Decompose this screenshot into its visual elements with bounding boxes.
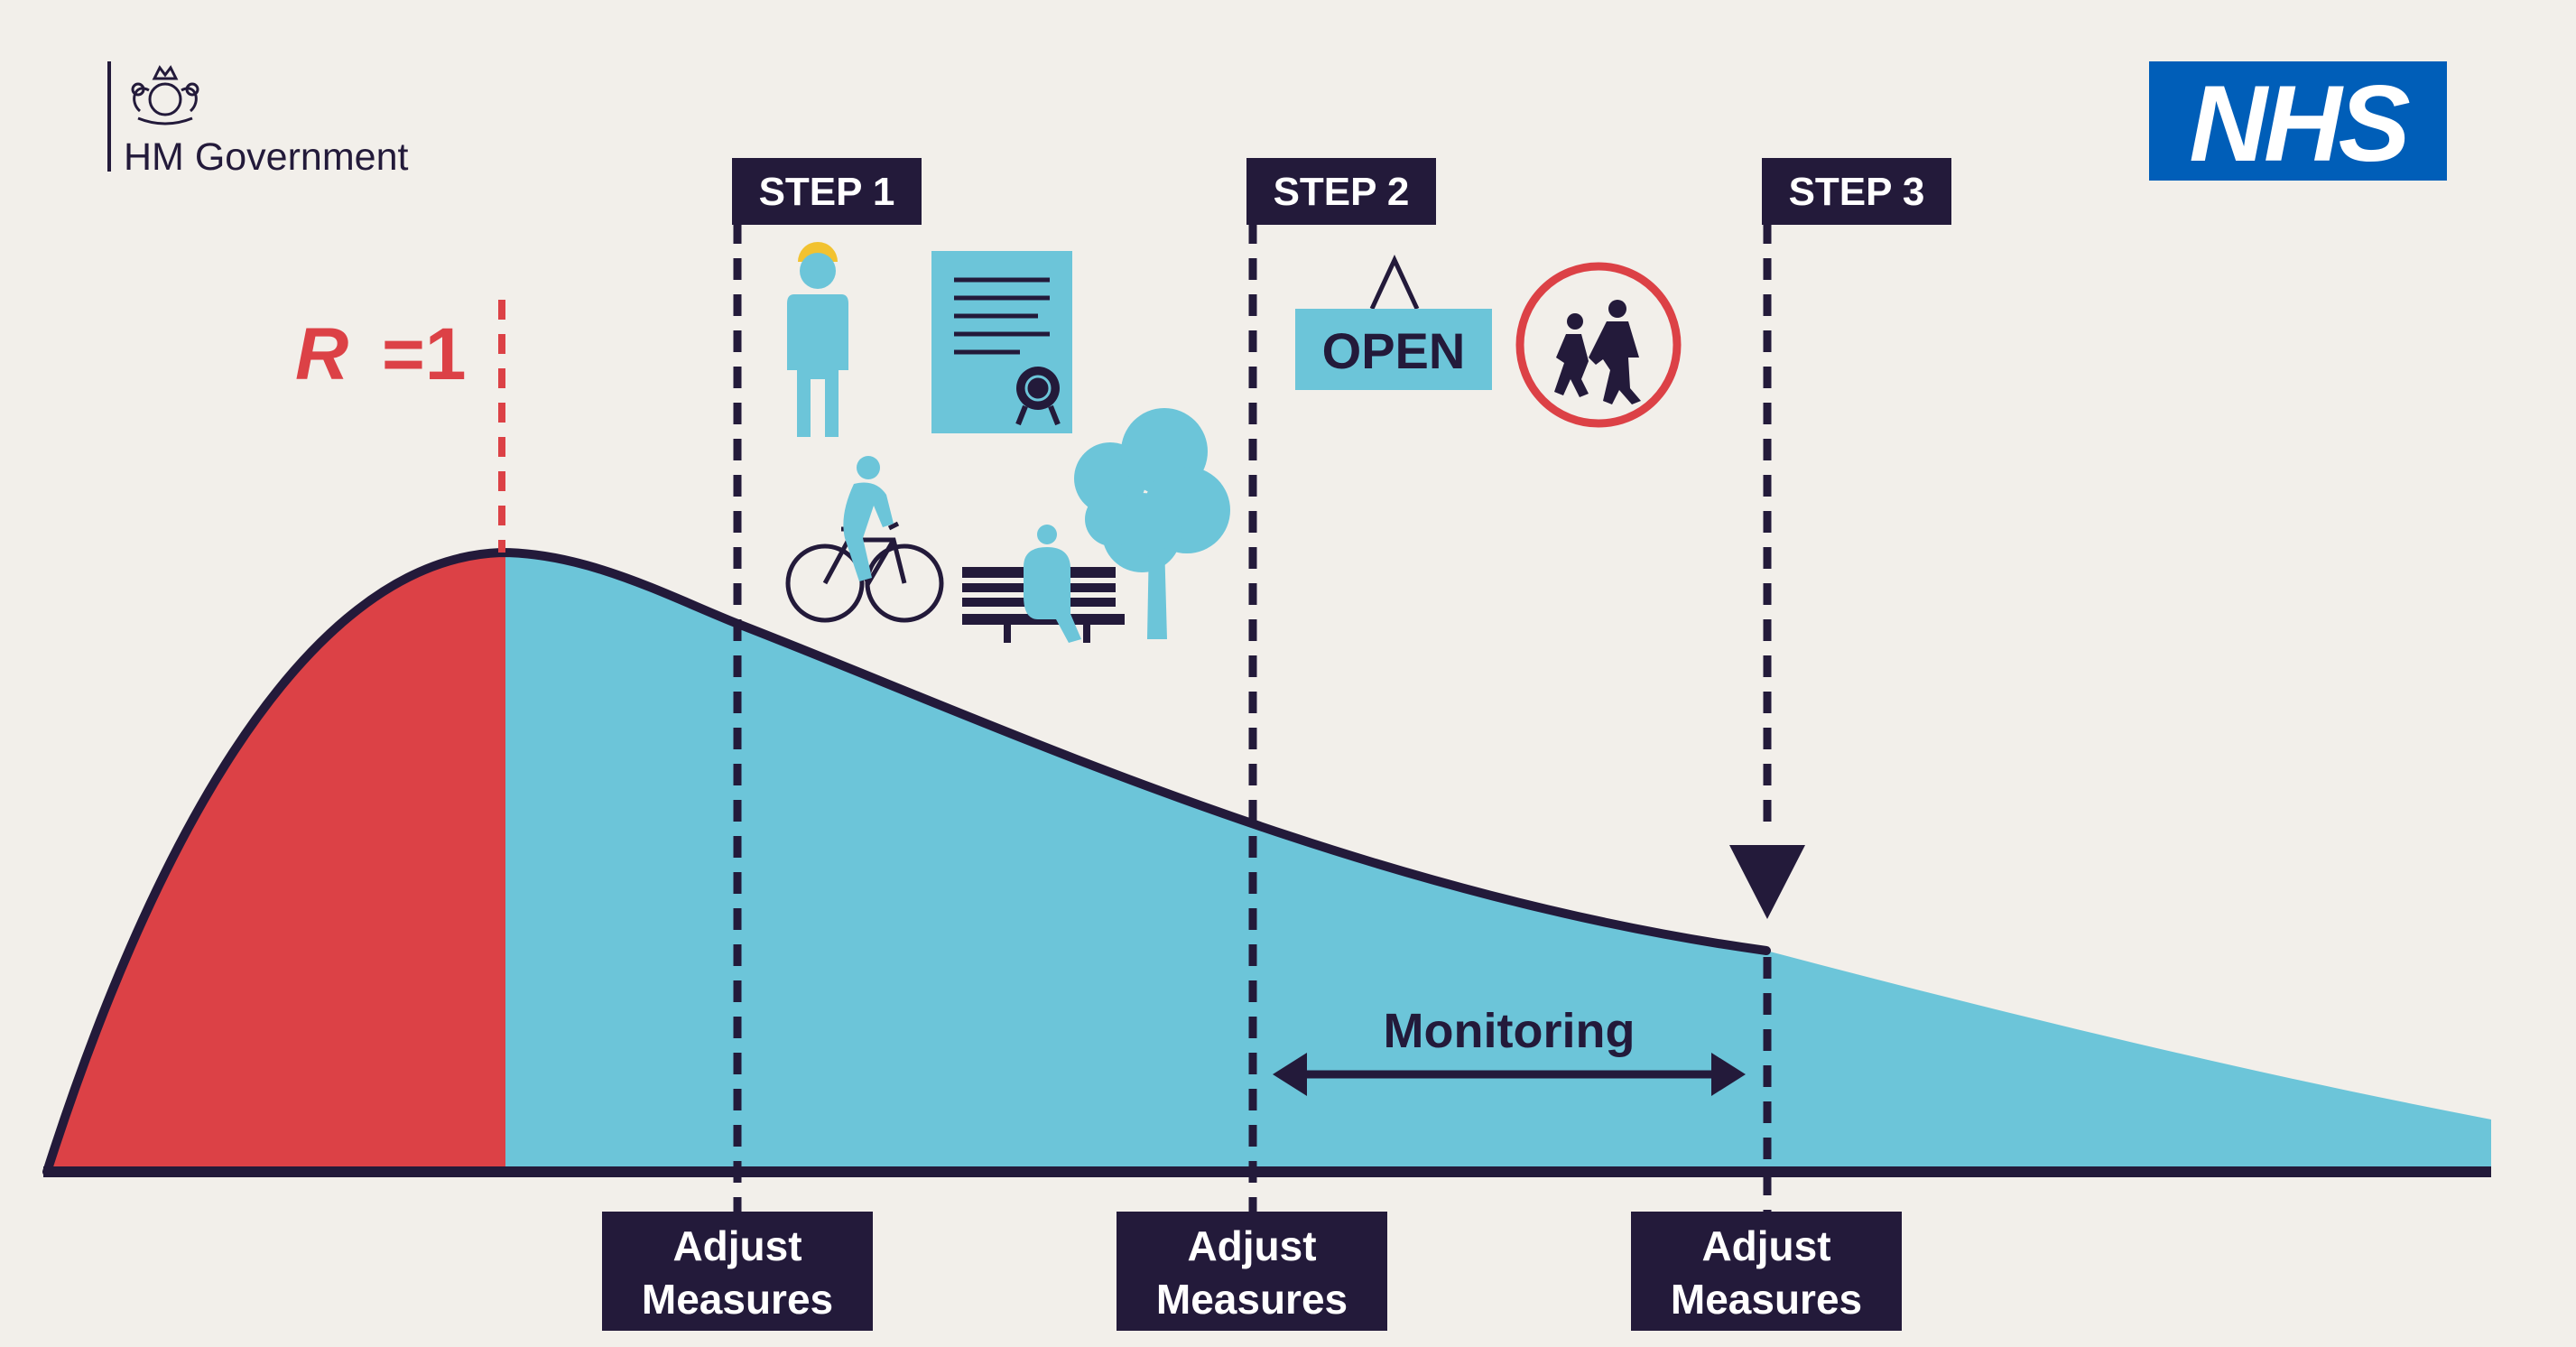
open-sign-icon: OPEN: [1295, 255, 1492, 390]
step-1-label-text: STEP 1: [759, 170, 895, 214]
step-3-arrowhead-icon: [1729, 845, 1805, 919]
monitoring-arrow-left-icon: [1273, 1053, 1307, 1096]
certificate-icon: [931, 251, 1072, 433]
cyclist-icon: [785, 456, 944, 623]
curve-outline: [42, 547, 1771, 1176]
adjust-measures-box-1: Adjust Measures: [602, 1212, 873, 1331]
adjust-measures-3-line2: Measures: [1671, 1276, 1862, 1323]
royal-crest-icon: [131, 65, 199, 125]
monitoring-label: Monitoring: [1384, 1004, 1635, 1058]
person-icon: [787, 242, 848, 437]
adjust-measures-1-line1: Adjust: [672, 1222, 802, 1269]
tree-icon: [1074, 408, 1230, 639]
step-3-label-text: STEP 3: [1789, 170, 1925, 214]
monitoring-arrow-right-icon: [1711, 1053, 1746, 1096]
adjust-measures-box-2: Adjust Measures: [1117, 1212, 1387, 1331]
step-1-label: STEP 1: [732, 158, 922, 225]
nhs-logo: NHS: [2149, 61, 2447, 184]
school-children-sign-icon: [1515, 262, 1682, 428]
step-3-label: STEP 3: [1762, 158, 1951, 225]
adjust-measures-1-line2: Measures: [642, 1276, 833, 1323]
hm-government-logo: HM Government: [107, 61, 408, 179]
adjust-measures-3-line1: Adjust: [1701, 1222, 1830, 1269]
adjust-measures-2-line2: Measures: [1156, 1276, 1348, 1323]
curve-area-red: [47, 553, 505, 1172]
park-bench-icon: [962, 525, 1125, 643]
r1-label-rest: =1: [382, 313, 467, 395]
adjust-measures-box-3: Adjust Measures: [1631, 1212, 1902, 1331]
monitoring-arrow: Monitoring: [1273, 1004, 1746, 1096]
step-2-label-text: STEP 2: [1274, 170, 1410, 214]
curve-area-blue: [505, 553, 2491, 1172]
nhs-logo-text: NHS: [2189, 63, 2409, 184]
step-2-label: STEP 2: [1246, 158, 1436, 225]
adjust-measures-2-line1: Adjust: [1187, 1222, 1316, 1269]
r1-label-r: R: [295, 313, 348, 395]
hm-government-logo-text: HM Government: [124, 135, 408, 179]
r1-label: R =1: [295, 313, 467, 395]
open-sign-text: OPEN: [1322, 322, 1466, 379]
